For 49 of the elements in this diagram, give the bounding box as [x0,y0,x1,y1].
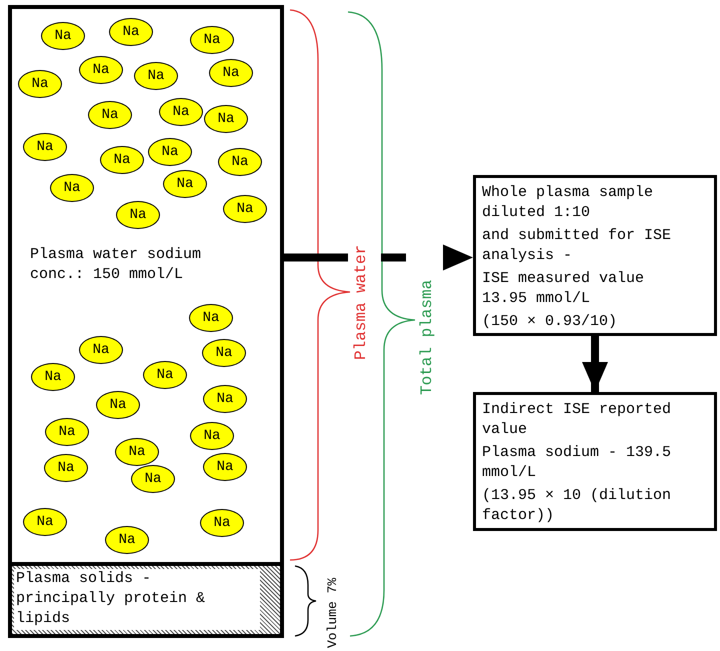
ion-ellipse: Na [105,526,149,554]
ion-ellipse: Na [203,453,247,481]
ion-ellipse: Na [203,385,247,413]
ion-ellipse: Na [163,170,207,198]
box-text: Plasma sodium - 139.5 mmol/L [482,443,672,483]
ion-ellipse: Na [23,508,67,536]
ion-ellipse: Na [209,59,253,87]
ion-ellipse: Na [143,361,187,389]
box-text: and submitted for ISE analysis - [482,226,672,266]
ion-ellipse: Na [116,201,160,229]
ion-ellipse: Na [200,509,244,537]
ion-ellipse: Na [109,18,153,46]
ion-ellipse: Na [23,133,67,161]
concentration-text: Plasma water sodium conc.: 150 mmol/L [30,245,202,285]
ion-ellipse: Na [218,148,262,176]
box-text: ISE measured value 13.95 mmol/L [482,269,646,309]
ion-ellipse: Na [45,418,89,446]
ion-ellipse: Na [79,56,123,84]
ion-ellipse: Na [223,195,267,223]
box-text: (150 × 0.93/10) [482,312,618,332]
ion-ellipse: Na [204,105,248,133]
box-text: (13.95 × 10 (dilution factor)) [482,486,672,526]
volume-label: Volume 7% [325,578,340,648]
ion-ellipse: Na [44,454,88,482]
ion-ellipse: Na [134,62,178,90]
process-box [473,175,717,336]
ion-ellipse: Na [41,22,85,50]
ion-ellipse: Na [202,339,246,367]
ion-ellipse: Na [190,422,234,450]
ion-ellipse: Na [18,70,62,98]
ion-ellipse: Na [189,304,233,332]
bracket-label: Plasma water [352,244,370,360]
ion-ellipse: Na [148,138,192,166]
ion-ellipse: Na [115,438,159,466]
bracket-label: Total plasma [418,280,436,395]
ion-ellipse: Na [190,26,234,54]
ion-ellipse: Na [88,101,132,129]
ion-ellipse: Na [79,336,123,364]
ion-ellipse: Na [96,391,140,419]
ion-ellipse: Na [100,146,144,174]
ion-ellipse: Na [159,98,203,126]
ion-ellipse: Na [131,465,175,493]
arrow [582,336,608,392]
box-text: Indirect ISE reported value [482,400,672,440]
process-box [473,392,717,531]
compartment-label: Plasma solids - principally protein & lipids [14,569,260,630]
ion-ellipse: Na [31,363,75,391]
hatched-compartment [12,566,280,634]
ion-ellipse: Na [50,174,94,202]
